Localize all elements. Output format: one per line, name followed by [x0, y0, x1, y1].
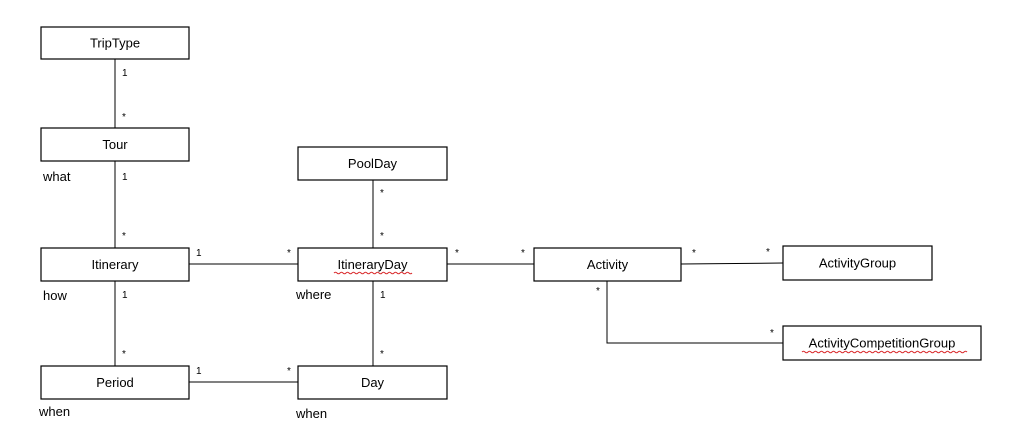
class-poolday[interactable]: PoolDay [297, 146, 448, 181]
class-day-label: Day [361, 375, 385, 390]
class-itinerary-label: Itinerary [92, 257, 139, 272]
edge-activity-activitycompetitiongroup [606, 281, 783, 344]
class-itineraryday[interactable]: ItineraryDay [297, 247, 448, 282]
class-day[interactable]: Day [297, 365, 448, 400]
class-activity-label: Activity [587, 257, 629, 272]
class-triptype-label: TripType [90, 36, 140, 51]
mult-itineraryday-day-1: 1 [380, 290, 386, 301]
mult-triptype-tour-1: 1 [122, 68, 128, 79]
mult-activity-activitygroup-1: * [692, 248, 696, 259]
mult-activity-competition-1: * [596, 286, 600, 297]
class-itinerary[interactable]: Itinerary [40, 247, 190, 282]
mult-itinerary-itineraryday-2: * [287, 248, 291, 259]
class-triptype[interactable]: TripType [40, 26, 190, 60]
role-day-when: when [295, 406, 327, 421]
mult-period-day-2: * [287, 366, 291, 377]
mult-activity-activitygroup-2: * [766, 247, 770, 258]
mult-triptype-tour-2: * [122, 112, 126, 123]
mult-poolday-itineraryday-1: * [380, 188, 384, 199]
role-tour-what: what [42, 169, 71, 184]
class-tour-label: Tour [102, 137, 128, 152]
role-itineraryday-where: where [295, 287, 331, 302]
mult-period-day-1: 1 [196, 366, 202, 377]
associations [114, 59, 784, 383]
role-labels: what how when where when [38, 169, 331, 421]
class-period-label: Period [96, 375, 134, 390]
mult-tour-itinerary-2: * [122, 231, 126, 242]
mult-activity-competition-2: * [770, 328, 774, 339]
class-period[interactable]: Period [40, 365, 190, 400]
mult-itineraryday-activity-2: * [521, 248, 525, 259]
mult-itinerary-period-1: 1 [122, 290, 128, 301]
mult-itineraryday-day-2: * [380, 349, 384, 360]
class-activitygroup-label: ActivityGroup [819, 256, 896, 271]
spellcheck-underline [801, 350, 968, 354]
mult-tour-itinerary-1: 1 [122, 172, 128, 183]
mult-itinerary-period-2: * [122, 349, 126, 360]
spellcheck-underline [333, 271, 413, 275]
class-activitycompetitiongroup[interactable]: ActivityCompetitionGroup [782, 325, 982, 361]
class-activitygroup[interactable]: ActivityGroup [782, 245, 933, 281]
class-tour[interactable]: Tour [40, 127, 190, 162]
mult-poolday-itineraryday-2: * [380, 231, 384, 242]
mult-itineraryday-activity-1: * [455, 248, 459, 259]
class-itineraryday-label: ItineraryDay [337, 257, 408, 272]
class-activity[interactable]: Activity [533, 247, 682, 282]
mult-itinerary-itineraryday-1: 1 [196, 248, 202, 259]
edge-activity-activitygroup [680, 262, 784, 265]
class-activitycompetitiongroup-label: ActivityCompetitionGroup [809, 336, 956, 351]
class-poolday-label: PoolDay [348, 156, 398, 171]
role-period-when: when [38, 404, 70, 419]
multiplicity-labels: 1 * 1 * 1 * 1 * * * 1 * 1 * * * * * * * [122, 68, 774, 377]
role-itinerary-how: how [43, 288, 67, 303]
